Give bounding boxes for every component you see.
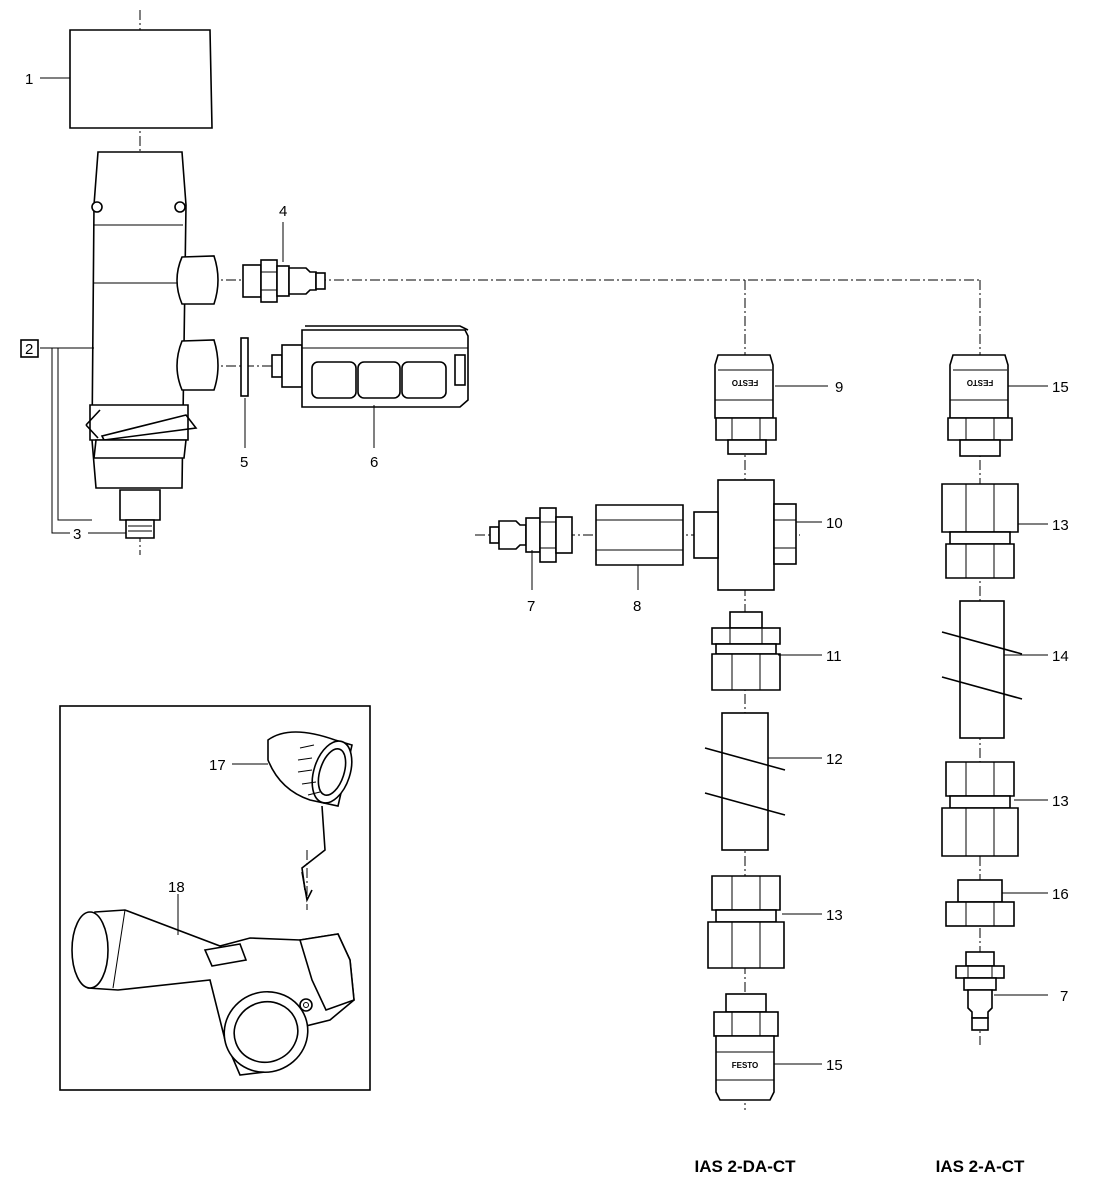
part-11-fitting <box>711 611 781 691</box>
part-2-housing <box>85 151 219 539</box>
inset-accessories <box>59 705 371 1091</box>
part-13-nut-right-lower <box>941 761 1019 857</box>
label-12: 12 <box>826 751 843 768</box>
label-1: 1 <box>25 71 33 88</box>
part-15-coupling-bottom <box>713 993 779 1101</box>
label-7-left: 7 <box>527 598 535 615</box>
part-6-silencer <box>271 325 469 408</box>
festo-mark-15-right: FESTO <box>967 378 994 387</box>
part-4-plug-nipple <box>242 259 326 303</box>
label-2-box <box>20 339 39 358</box>
label-13-right-upper: 13 <box>1052 517 1069 534</box>
label-13-right-lower: 13 <box>1052 793 1069 810</box>
part-10-tee <box>693 479 797 591</box>
label-10: 10 <box>826 515 843 532</box>
label-8: 8 <box>633 598 641 615</box>
label-7-right: 7 <box>1060 988 1068 1005</box>
label-6: 6 <box>370 454 378 471</box>
label-3: 3 <box>73 526 81 543</box>
set-captions: IAS 2-DA-CT IAS 2-A-CT <box>694 1157 1025 1176</box>
label-2: 2 <box>25 341 33 358</box>
label-16: 16 <box>1052 886 1069 903</box>
label-5: 5 <box>240 454 248 471</box>
label-4: 4 <box>279 203 287 220</box>
part-15-coupling-right <box>947 354 1013 457</box>
caption-ias-2-da-ct: IAS 2-DA-CT <box>694 1157 796 1176</box>
part-1-cap <box>69 29 213 129</box>
part-5-washer <box>240 337 249 397</box>
label-18: 18 <box>168 879 185 896</box>
part-16-reducer <box>945 879 1015 927</box>
label-15-bottom: 15 <box>826 1057 843 1074</box>
label-17: 17 <box>209 757 226 774</box>
label-9: 9 <box>835 379 843 396</box>
label-15-right: 15 <box>1052 379 1069 396</box>
festo-mark-15-bottom: FESTO <box>732 1061 759 1070</box>
part-7-plug-nipple-right <box>955 951 1005 1031</box>
part-13-nut-middle <box>707 875 785 969</box>
part-9-coupling <box>714 354 777 455</box>
part-12-tube <box>704 712 786 851</box>
part-14-tube <box>941 600 1023 739</box>
part-8-hex-socket <box>595 504 684 566</box>
part-17-dust-cap <box>267 731 353 903</box>
label-13-middle: 13 <box>826 907 843 924</box>
brand-marks: FESTO FESTO FESTO <box>732 378 994 1070</box>
part-labels: 1 2 3 4 5 6 7 8 9 10 11 12 13 15 15 13 1… <box>25 71 1069 1074</box>
label-14: 14 <box>1052 648 1069 665</box>
part-18-y-adapter <box>71 909 355 1076</box>
festo-mark-9: FESTO <box>732 378 759 387</box>
caption-ias-2-a-ct: IAS 2-A-CT <box>936 1157 1025 1176</box>
part-13-nut-right-upper <box>941 483 1019 579</box>
leader-lines <box>40 77 1048 1065</box>
part-7-plug-nipple-left <box>489 507 573 563</box>
label-11: 11 <box>826 648 842 665</box>
